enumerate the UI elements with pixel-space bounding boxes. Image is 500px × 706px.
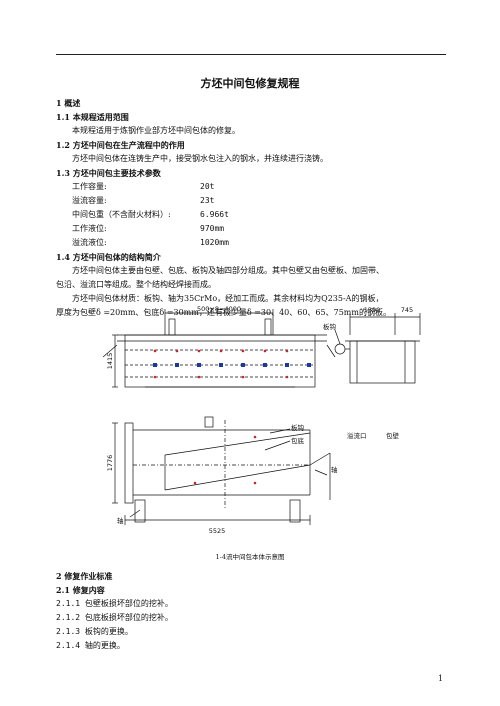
dim-top-span: 500×8=4000 <box>197 305 241 313</box>
dim-right-2: 745 <box>401 306 413 314</box>
param-value: 6.966t <box>200 210 229 219</box>
section-1-4-paragraph-2: 厚度为包壁δ =20mm、包底δ =30mm，还有极少量δ =30、40、60、… <box>56 308 391 317</box>
dim-height-bottom: 1776 <box>106 455 114 472</box>
section-2-heading: 2 修复作业标准 <box>56 571 113 581</box>
section-2-1-heading: 2.1 修复内容 <box>56 585 105 595</box>
list-item: 2.1.3 板钩的更换。 <box>56 627 133 636</box>
label-zhou-right: 轴 <box>331 465 338 474</box>
param-label: 溢流液位: <box>72 238 107 247</box>
param-label: 中间包重（不含耐火材料）: <box>72 210 171 219</box>
section-1-4-paragraph-1: 方坯中间包体主要由包壁、包底、板钩及轴四部分组成。其中包壁又由包壁板、加固带、 <box>72 266 384 275</box>
dim-length: 5525 <box>209 527 226 535</box>
dim-height-top: 1415 <box>106 353 114 370</box>
param-value: 1020mm <box>200 238 229 247</box>
param-value: 20t <box>200 182 215 191</box>
section-1-1-body: 本规程适用于炼钢作业部方坯中间包体的修复。 <box>72 126 240 135</box>
param-label: 工作容量: <box>72 182 107 191</box>
section-1-3-heading: 1.3 方坯中间包主要技术参数 <box>56 168 161 178</box>
dim-right-1: 1390 <box>364 306 381 314</box>
list-item: 2.1.4 轴的更换。 <box>56 641 125 650</box>
section-1-2-heading: 1.2 方坯中间包在生产流程中的作用 <box>56 140 185 150</box>
list-item: 2.1.1 包壁板损坏部位的挖补。 <box>56 599 173 608</box>
figure-caption: 1-4流中间包本体示意图 <box>215 553 285 561</box>
label-baodi: 包底 <box>291 436 305 445</box>
param-value: 970mm <box>200 224 225 233</box>
header-rule <box>56 54 446 55</box>
label-zhou-left: 轴 <box>117 516 124 525</box>
section-1-heading: 1 概述 <box>56 98 81 108</box>
section-1-4-paragraph-2: 方坯中间包体材质：板钩、轴为35CrMo，经加工而成。其余材料均为Q235-A的… <box>72 294 384 303</box>
param-label: 溢流容量: <box>72 196 107 205</box>
page-number: 1 <box>438 674 444 683</box>
param-value: 23t <box>200 196 215 205</box>
label-baobi: 包壁 <box>386 431 400 440</box>
section-1-4-paragraph-1: 包沿、溢流口等组成。整个结构经焊接而成。 <box>56 280 216 289</box>
label-bangou-right: 板钩 <box>323 322 337 331</box>
tundish-drawing: 500×8=4000 1390 745 1415 1776 5525 板钩 板钩… <box>102 305 421 535</box>
section-1-4-heading: 1.4 方坯中间包体的结构简介 <box>56 252 161 262</box>
page-title: 方坯中间包修复规程 <box>200 77 300 90</box>
label-yiliukou: 溢流口 <box>347 431 367 440</box>
param-label: 工作液位: <box>72 224 107 233</box>
section-1-1-heading: 1.1 本规程适用范围 <box>56 112 129 122</box>
label-bangou-mid: 板钩 <box>291 423 305 432</box>
section-1-2-body: 方坯中间包体在连铸生产中，接受钢水包注入的钢水，并连续进行浇铸。 <box>72 154 328 163</box>
list-item: 2.1.2 包底板损坏部位的挖补。 <box>56 613 173 622</box>
